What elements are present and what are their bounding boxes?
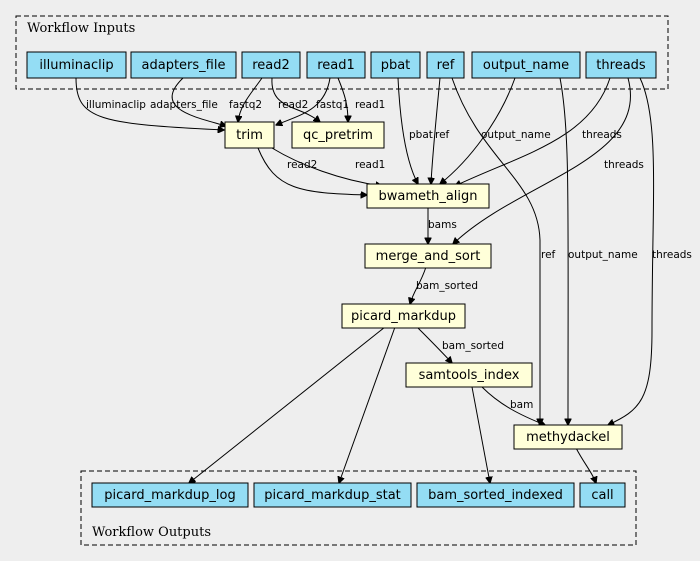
edge-illuminaclip-trim bbox=[75, 77, 224, 130]
edge-output-name-methy bbox=[559, 77, 568, 425]
edge-adapters-trim bbox=[171, 77, 226, 126]
step-nodes: trim qc_pretrim bwameth_align merge_and_… bbox=[224, 121, 623, 450]
edge-threads-merge bbox=[453, 77, 631, 244]
svg-text:methydackel: methydackel bbox=[526, 430, 610, 445]
svg-text:picard_markdup: picard_markdup bbox=[351, 309, 456, 324]
workflow-inputs-label: Workflow Inputs bbox=[27, 21, 135, 36]
edges bbox=[75, 77, 655, 483]
step-methydackel[interactable]: methydackel bbox=[513, 424, 623, 450]
edge-label-output-name-methy: output_name bbox=[568, 249, 638, 261]
edge-samtools-methy bbox=[481, 386, 545, 425]
output-picard-markdup-stat[interactable]: picard_markdup_stat bbox=[253, 482, 412, 508]
edge-label-ref-methy: ref bbox=[541, 249, 556, 261]
input-pbat[interactable]: pbat bbox=[370, 51, 421, 79]
step-merge-and-sort[interactable]: merge_and_sort bbox=[364, 243, 492, 269]
input-illuminaclip[interactable]: illuminaclip bbox=[26, 51, 127, 79]
svg-text:bam_sorted_indexed: bam_sorted_indexed bbox=[428, 488, 563, 503]
edge-read2-qc bbox=[271, 77, 320, 122]
svg-text:ref: ref bbox=[437, 58, 455, 73]
input-threads[interactable]: threads bbox=[585, 51, 657, 79]
edge-samtools-bamidx bbox=[471, 386, 490, 483]
edge-read2-trim bbox=[238, 77, 263, 122]
edge-output-name-bwa bbox=[440, 77, 516, 184]
edge-picard-stat bbox=[339, 326, 396, 483]
step-qc-pretrim[interactable]: qc_pretrim bbox=[291, 121, 385, 149]
edge-label-read2-trim: fastq2 bbox=[229, 99, 262, 111]
edge-label-trim-read2: read2 bbox=[287, 159, 317, 171]
svg-text:output_name: output_name bbox=[483, 58, 569, 73]
svg-text:threads: threads bbox=[596, 58, 646, 73]
edge-methy-call bbox=[575, 447, 596, 483]
svg-text:qc_pretrim: qc_pretrim bbox=[303, 128, 373, 143]
workflow-outputs-label: Workflow Outputs bbox=[92, 525, 211, 540]
workflow-outputs-cluster: Workflow Outputs bbox=[80, 470, 637, 546]
edge-pbat-bwa bbox=[397, 77, 418, 184]
input-read1[interactable]: read1 bbox=[306, 51, 366, 79]
edge-label-read1-trim: fastq1 bbox=[316, 99, 349, 111]
edge-threads-methy bbox=[608, 77, 655, 425]
svg-text:adapters_file: adapters_file bbox=[142, 58, 226, 73]
svg-text:merge_and_sort: merge_and_sort bbox=[376, 249, 481, 264]
svg-text:pbat: pbat bbox=[381, 58, 411, 73]
edge-read1-qc bbox=[337, 77, 348, 122]
step-picard-markdup[interactable]: picard_markdup bbox=[341, 303, 466, 329]
edge-label-bam-sorted-1: bam_sorted bbox=[416, 280, 478, 292]
input-ref[interactable]: ref bbox=[426, 51, 465, 79]
edge-ref-methy bbox=[451, 77, 540, 425]
edge-ref-bwa bbox=[431, 77, 441, 184]
edge-label-trim-read1: read1 bbox=[355, 159, 385, 171]
edge-label-read1-qc: read1 bbox=[355, 99, 385, 111]
svg-text:trim: trim bbox=[236, 128, 263, 143]
edge-labels: illuminaclip adapters_file fastq2 read2 … bbox=[86, 99, 692, 411]
svg-text:samtools_index: samtools_index bbox=[419, 368, 520, 383]
edge-label-threads-methy: threads bbox=[652, 249, 692, 261]
svg-text:picard_markdup_stat: picard_markdup_stat bbox=[264, 488, 401, 503]
edge-picard-samtools bbox=[416, 326, 452, 363]
step-trim[interactable]: trim bbox=[224, 121, 275, 149]
edge-label-bam-sorted-2: bam_sorted bbox=[442, 340, 504, 352]
svg-text:picard_markdup_log: picard_markdup_log bbox=[104, 488, 235, 503]
input-output-name[interactable]: output_name bbox=[471, 51, 581, 79]
edge-label-illuminaclip: illuminaclip bbox=[86, 99, 146, 111]
edge-trim-bwa-read2 bbox=[257, 147, 367, 195]
step-samtools-index[interactable]: samtools_index bbox=[405, 362, 533, 388]
edge-picard-log bbox=[189, 326, 386, 483]
edge-threads-bwa bbox=[455, 77, 611, 186]
output-nodes: picard_markdup_log picard_markdup_stat b… bbox=[91, 482, 626, 508]
input-nodes: illuminaclip adapters_file read2 read1 p… bbox=[26, 51, 657, 79]
svg-text:illuminaclip: illuminaclip bbox=[39, 58, 113, 73]
edge-label-threads-bwa: threads bbox=[582, 129, 622, 141]
edge-label-read2-qc: read2 bbox=[278, 99, 308, 111]
output-picard-markdup-log[interactable]: picard_markdup_log bbox=[91, 482, 249, 508]
svg-text:bwameth_align: bwameth_align bbox=[378, 189, 477, 204]
input-adapters-file[interactable]: adapters_file bbox=[130, 51, 237, 79]
svg-text:call: call bbox=[591, 488, 613, 503]
output-call[interactable]: call bbox=[579, 482, 626, 508]
edge-label-bam: bam bbox=[510, 399, 533, 411]
edge-label-adapters: adapters_file bbox=[150, 99, 218, 111]
edge-label-output-name-bwa: output_name bbox=[481, 129, 551, 141]
edge-label-threads-merge: threads bbox=[604, 159, 644, 171]
input-read2[interactable]: read2 bbox=[241, 51, 301, 79]
svg-text:read2: read2 bbox=[252, 58, 290, 73]
svg-text:read1: read1 bbox=[317, 58, 355, 73]
edge-label-bams: bams bbox=[428, 219, 457, 231]
edge-read1-trim bbox=[276, 77, 331, 125]
step-bwameth-align[interactable]: bwameth_align bbox=[366, 183, 490, 209]
edge-label-pbat: pbat bbox=[409, 129, 433, 141]
output-bam-sorted-indexed[interactable]: bam_sorted_indexed bbox=[416, 482, 575, 508]
edge-label-ref-bwa: ref bbox=[435, 129, 450, 141]
edge-merge-picard bbox=[410, 266, 427, 304]
